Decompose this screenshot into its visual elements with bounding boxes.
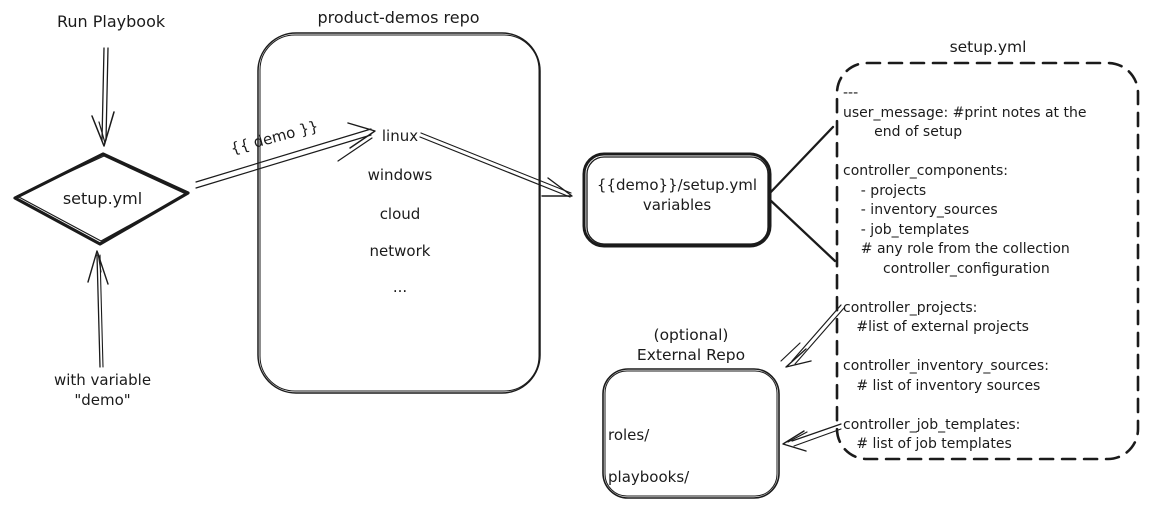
- repo-item-ellipsis: ...: [392, 278, 408, 296]
- run-playbook-arrow: [91, 47, 115, 147]
- variables-box-label: {{demo}}/setup.yml variables: [596, 176, 758, 214]
- yaml-line: user_message: #print notes at the: [843, 104, 1087, 121]
- with-variable-label: with variable "demo": [53, 371, 152, 409]
- yaml-line: controller_inventory_sources:: [843, 358, 1049, 374]
- product-demos-repo-title: product-demos repo: [317, 8, 480, 27]
- demo-arrow: [195, 122, 376, 189]
- repo-item-windows: windows: [367, 166, 433, 184]
- repo-item-network: network: [369, 242, 431, 260]
- yaml-line: controller_configuration: [843, 260, 1050, 277]
- repo-item-linux: linux: [381, 127, 419, 145]
- with-variable-arrow: [87, 250, 109, 368]
- linux-to-variables-arrow: [419, 132, 573, 198]
- setup-yml-file-title: setup.yml: [949, 38, 1027, 56]
- setup-yml-diamond-label: setup.yml: [62, 189, 143, 208]
- yaml-line: #list of external projects: [843, 319, 1029, 335]
- yaml-line: controller_job_templates:: [843, 416, 1021, 433]
- external-repo-item-roles: roles/: [608, 425, 650, 444]
- projects-to-external-arrow: [780, 304, 845, 368]
- yaml-line: # list of inventory sources: [843, 377, 1041, 394]
- yaml-line: [843, 143, 1086, 163]
- run-playbook-label: Run Playbook: [57, 12, 166, 31]
- yaml-line: end of setup: [843, 124, 963, 140]
- external-repo-content: roles/ playbooks/ ....: [608, 404, 689, 505]
- yaml-line: - projects: [843, 182, 927, 199]
- yaml-line: ---: [843, 85, 859, 101]
- yaml-line: [843, 338, 1086, 358]
- setup-yml-diamond: [13, 152, 190, 246]
- external-repo-box: [602, 368, 780, 499]
- setup-yml-file-content: --- user_message: #print notes at the en…: [843, 84, 1086, 455]
- product-demos-repo-box: [257, 32, 541, 394]
- yaml-line: [843, 279, 1086, 299]
- yaml-line: - job_templates: [843, 221, 970, 238]
- yaml-line: # list of job templates: [843, 436, 1012, 452]
- setup-yml-file-box: [835, 61, 1140, 461]
- yaml-line: [843, 396, 1086, 416]
- job-templates-to-external-arrow: [782, 423, 842, 452]
- external-repo-item-playbooks: playbooks/: [608, 467, 690, 486]
- variables-to-setupyml-lines: [767, 125, 837, 263]
- yaml-line: controller_projects:: [843, 299, 978, 316]
- repo-item-cloud: cloud: [379, 205, 421, 223]
- yaml-line: controller_components:: [843, 163, 1008, 179]
- external-repo-title: (optional) External Repo: [636, 326, 746, 365]
- yaml-line: # any role from the collection: [843, 241, 1070, 257]
- yaml-line: - inventory_sources: [843, 202, 998, 218]
